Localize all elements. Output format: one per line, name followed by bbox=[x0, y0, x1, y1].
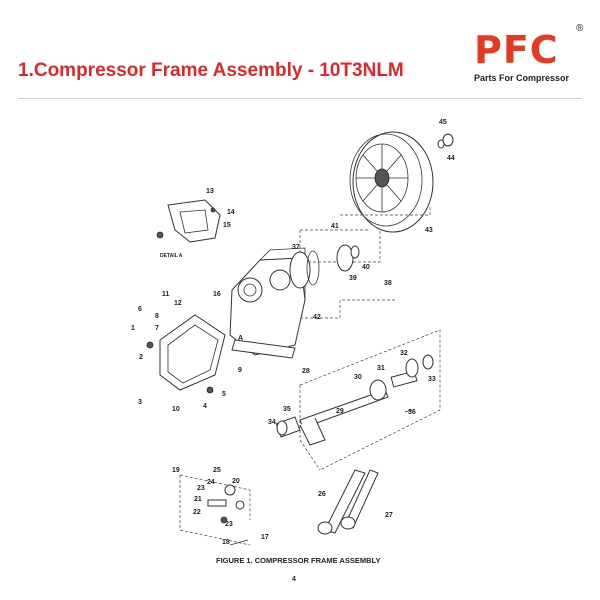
callout: 19 bbox=[172, 467, 180, 474]
callout: 31 bbox=[377, 365, 385, 372]
callout: 44 bbox=[447, 155, 455, 162]
callout: 30 bbox=[354, 374, 362, 381]
callout: 22 bbox=[193, 509, 201, 516]
callout: 3 bbox=[138, 399, 142, 406]
callout: 12 bbox=[174, 300, 182, 307]
callout: 27 bbox=[385, 512, 393, 519]
callout: 42 bbox=[313, 314, 321, 321]
gasket-37 bbox=[306, 250, 320, 286]
callout: 18 bbox=[222, 539, 230, 546]
callout: 16 bbox=[213, 291, 221, 298]
header-divider bbox=[18, 98, 582, 99]
callout: 5 bbox=[222, 391, 226, 398]
detail-a-label: DETAIL A bbox=[160, 253, 183, 259]
callout: 29 bbox=[336, 408, 344, 415]
callout: 1 bbox=[131, 325, 135, 332]
callout: 13 bbox=[206, 188, 214, 195]
logo-mark: PFC bbox=[474, 28, 559, 72]
callout: 17 bbox=[261, 534, 269, 541]
callout: 28 bbox=[302, 368, 310, 375]
callout: 37 bbox=[292, 244, 300, 251]
callout: 10 bbox=[172, 406, 180, 413]
callout: 26 bbox=[318, 491, 326, 498]
callout: 43 bbox=[425, 227, 433, 234]
detail-a-bracket bbox=[156, 199, 221, 243]
page-title: 1.Compressor Frame Assembly - 10T3NLM bbox=[18, 60, 404, 81]
bearing-30 bbox=[369, 379, 387, 401]
bearing-39 bbox=[336, 244, 354, 272]
callout: 14 bbox=[227, 209, 235, 216]
bushing-34 bbox=[276, 420, 288, 436]
callout: 7 bbox=[155, 325, 159, 332]
connecting-rods bbox=[317, 469, 379, 535]
callout: 24 bbox=[207, 479, 215, 486]
callout: 23 bbox=[197, 485, 205, 492]
logo-tagline: Parts For Compressor bbox=[474, 73, 570, 83]
callout: 38 bbox=[384, 280, 392, 287]
callout: 33 bbox=[428, 376, 436, 383]
callout: 6 bbox=[138, 306, 142, 313]
callout: 36 bbox=[408, 409, 416, 416]
callout: 41 bbox=[331, 223, 339, 230]
pulley-wheel bbox=[349, 131, 434, 233]
figure-caption: FIGURE 1. COMPRESSOR FRAME ASSEMBLY bbox=[216, 556, 380, 565]
callout: 25 bbox=[213, 467, 221, 474]
callout: 35 bbox=[283, 406, 291, 413]
callout: 9 bbox=[238, 367, 242, 374]
seal-40 bbox=[350, 245, 360, 259]
callout: 21 bbox=[194, 496, 202, 503]
valve-small-parts bbox=[207, 484, 245, 524]
callout: 23 bbox=[225, 521, 233, 528]
detail-reference: A bbox=[238, 335, 243, 342]
washer-45 bbox=[437, 139, 445, 149]
registered-mark: ® bbox=[576, 23, 584, 34]
callout: 40 bbox=[362, 264, 370, 271]
callout: 4 bbox=[203, 403, 207, 410]
callout: 34 bbox=[268, 419, 276, 426]
callout: 11 bbox=[162, 291, 170, 298]
end-cover bbox=[146, 314, 226, 394]
callout: 39 bbox=[349, 275, 357, 282]
callout: 32 bbox=[400, 350, 408, 357]
seal-33 bbox=[422, 354, 434, 370]
callout-labels: 1 2 3 4 5 6 7 8 9 10 11 12 13 14 15 16 1… bbox=[131, 119, 455, 546]
page-number: 4 bbox=[292, 576, 296, 583]
callout: 15 bbox=[223, 222, 231, 229]
nut-44 bbox=[442, 133, 454, 147]
pfc-logo: PFC ® Parts For Compressor bbox=[472, 23, 592, 85]
callout: 20 bbox=[232, 478, 240, 485]
bearing-32 bbox=[405, 358, 419, 378]
crankshaft bbox=[275, 389, 389, 446]
callout: 45 bbox=[439, 119, 447, 126]
callout: 8 bbox=[155, 313, 159, 320]
callout: 2 bbox=[139, 354, 143, 361]
compressor-frame bbox=[229, 247, 311, 359]
